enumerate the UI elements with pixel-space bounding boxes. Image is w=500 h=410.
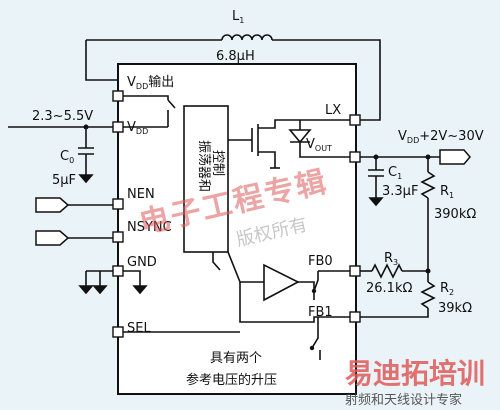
caption-line-1: 具有两个 [210,351,262,366]
r2-ref: R2 [440,281,454,297]
pin-sel [112,326,124,338]
watermark-brand: 易迪拓培训 [345,357,485,390]
pin-nen [112,198,124,210]
oscillator-label-1: 振荡器和 [196,140,211,192]
label-nsync: NSYNC [127,220,172,235]
r2-value: 39kΩ [438,301,472,316]
nsync-connector [35,230,70,246]
ic-body [117,63,357,395]
oscillator-label-2: 控制 [210,150,225,176]
pin-fb1 [349,311,361,323]
pin-vdd-out [112,90,124,102]
pin-nsync [112,231,124,243]
r1-value: 390kΩ [434,207,476,222]
caption-line-2: 参考电压的升压 [186,372,277,388]
label-nen: NEN [127,187,155,202]
switch-transistor [228,119,350,169]
c0-value: 5μF [52,173,76,188]
inductor-value: 6.8μH [216,49,255,64]
label-fb0: FB0 [308,254,333,269]
pin-fb0 [349,265,361,277]
pin-lx [349,114,361,126]
r3-ref: R3 [384,251,398,267]
pin-vdd-in [112,121,124,133]
oscillator-control-box [183,105,229,253]
label-gnd: GND [127,255,157,270]
r3-value: 26.1kΩ [366,281,412,296]
pin-gnd [112,265,124,277]
inductor-ref: L1 [232,9,244,25]
input-voltage-label: 2.3~5.5V [32,109,93,124]
label-vdd-out: VDD输出 [127,74,174,91]
r1-ref: R1 [440,184,454,200]
output-voltage-label: VDD+2V~30V [398,129,484,145]
vout-connector [439,149,471,165]
inductor-l1 [85,34,381,121]
c0-ref: C0 [60,149,74,165]
watermark-tagline: 射频和天线设计专家 [345,392,462,408]
label-sel: SEL [127,321,151,336]
label-vout: VOUT [306,137,332,153]
pin-vout [349,151,361,163]
c1-ref: C1 [388,165,402,181]
nen-connector [35,197,70,213]
label-lx: LX [325,103,341,118]
c1-value: 3.3μF [382,184,418,199]
